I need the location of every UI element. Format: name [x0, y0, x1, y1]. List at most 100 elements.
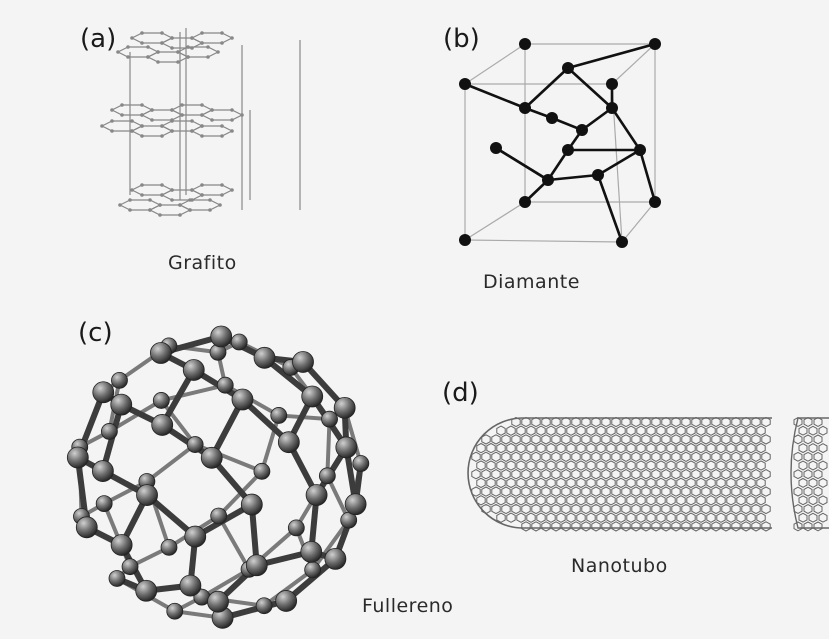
tube-hexagon [551, 503, 561, 515]
cube-edge [464, 43, 526, 85]
tube-hexagon [803, 469, 813, 480]
tube-hexagon [691, 451, 701, 462]
tube-hexagon [731, 416, 741, 428]
tube-hexagon [651, 451, 661, 462]
tube-hexagon [541, 486, 551, 497]
graphite-hexagon [190, 184, 234, 196]
tube-hexagon [681, 434, 691, 445]
tube-hexagon [741, 521, 751, 532]
graphite-atom [210, 108, 214, 112]
tube-hexagon [486, 460, 496, 471]
tube-hexagon [521, 469, 531, 480]
tube-hexagon [746, 425, 756, 436]
tube-hexagon [666, 425, 676, 436]
graphite-atom [208, 208, 212, 212]
tube-hexagon [541, 416, 551, 428]
graphite-atom [220, 31, 224, 35]
graphite-atom [170, 36, 174, 40]
tube-hexagon [701, 469, 711, 480]
tube-hexagon [756, 512, 766, 523]
tube-hexagon [601, 416, 611, 428]
tube-hexagon [741, 486, 751, 497]
tube-hexagon [471, 486, 481, 497]
tube-hexagon [656, 512, 666, 523]
tube-hexagon [601, 434, 611, 445]
graphite-hexagon [190, 32, 234, 44]
tube-hexagon [726, 477, 736, 489]
graphite-atom [180, 103, 184, 107]
tube-hexagon [761, 451, 771, 462]
fullerene-atom [95, 495, 113, 513]
tube-hexagon [661, 503, 671, 515]
tube-hexagon [526, 512, 536, 523]
tube-hexagon [656, 495, 666, 506]
fullerene-bond [262, 567, 315, 608]
tube-hexagon [601, 503, 611, 515]
tube-hexagon [731, 521, 741, 532]
graphite-atom [170, 108, 174, 112]
tube-hexagon [486, 442, 496, 454]
tube-hexagon [536, 495, 546, 506]
tube-hexagon [571, 451, 581, 462]
graphite-atom [180, 113, 184, 117]
tube-hexagon [646, 442, 656, 454]
tube-hexagon [711, 503, 721, 515]
tube-hexagon [536, 477, 546, 489]
tube-hexagon [491, 434, 501, 445]
fullerene-atom [179, 574, 202, 597]
diamond-atom [592, 169, 604, 181]
tube-hexagon [636, 512, 646, 523]
tube-hexagon [676, 477, 686, 489]
diamond-atom [649, 196, 661, 208]
panel-letter-c: (c) [78, 318, 113, 348]
fullerene-structure [66, 325, 370, 629]
tube-hexagon [793, 451, 803, 462]
fullerene-atom [301, 385, 324, 408]
tube-hexagon [501, 486, 511, 497]
tube-hexagon [581, 521, 591, 532]
graphite-atom [170, 188, 174, 192]
tube-hexagon [526, 425, 536, 436]
tube-hexagon [676, 460, 686, 471]
tube-hexagon [586, 512, 596, 523]
tube-hexagon [496, 442, 506, 454]
tube-hexagon [711, 451, 721, 462]
tube-hexagon [751, 469, 761, 480]
fullerene-atom [121, 558, 139, 576]
graphite-hexagon [200, 109, 244, 121]
tube-hexagon [731, 503, 741, 515]
fullerene-atom [91, 460, 114, 482]
tube-hexagon [586, 460, 596, 471]
tube-hexagon [646, 477, 656, 489]
tube-hexagon [716, 442, 726, 454]
graphite-atom [200, 193, 204, 197]
tube-hexagon [591, 469, 601, 480]
diamond-bond [596, 174, 624, 243]
tube-hexagon [751, 503, 761, 515]
tube-hexagon [706, 477, 716, 489]
tube-hexagon [711, 486, 721, 497]
tube-hexagon [506, 442, 516, 454]
graphite-atom [186, 55, 190, 59]
tube-hexagon [671, 486, 681, 497]
graphite-atom [178, 213, 182, 217]
fullerene-atom [231, 388, 254, 411]
tube-hexagon [676, 425, 686, 436]
fullerene-bond [159, 383, 228, 403]
tube-hexagon [656, 425, 666, 436]
fullerene-atom [92, 381, 115, 404]
tube-hexagon [621, 469, 631, 480]
tube-hexagon [566, 442, 576, 454]
fullerene-bond [208, 396, 246, 461]
tube-hexagon [813, 504, 823, 514]
graphite-atom [206, 45, 210, 49]
graphite-atom [140, 31, 144, 35]
tube-hexagon [521, 486, 531, 497]
tube-hexagon [611, 521, 621, 532]
tube-hexagon [721, 434, 731, 445]
graphite-atom [160, 124, 164, 128]
panel-letter-a: (a) [80, 24, 117, 54]
fullerene-atom [207, 590, 229, 613]
fullerene-atom [216, 376, 234, 394]
tube-hexagon [596, 460, 606, 471]
